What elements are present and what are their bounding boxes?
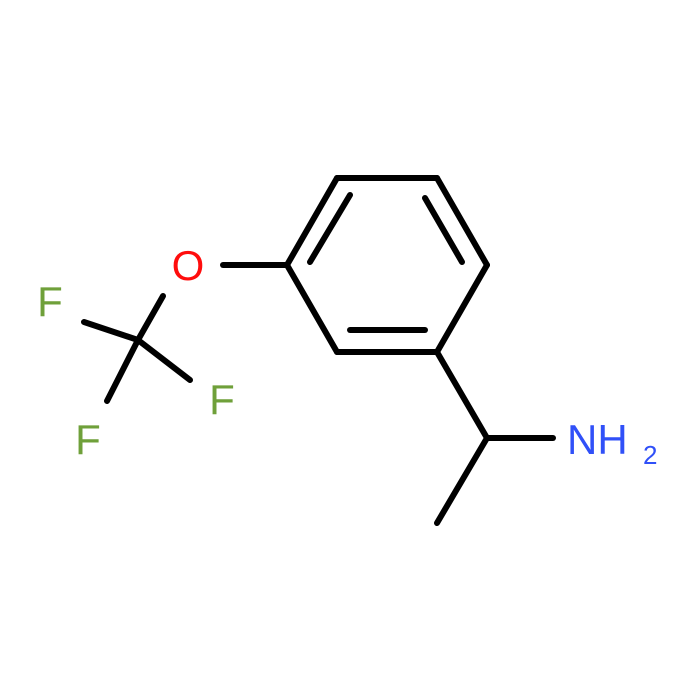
ring-bond-top-left [284, 175, 340, 268]
oxygen-atom-label: O [172, 242, 205, 289]
fluorine-atom-label-lower: F [75, 416, 101, 463]
ring-bond-bottom-right [434, 262, 490, 355]
ring-inner-bond-right [422, 195, 465, 265]
amine-atom-label: NH [567, 416, 628, 463]
carbon-fluorine-bond-lower [104, 337, 141, 404]
ring-chiral-carbon-bond [434, 349, 490, 441]
carbon-fluorine-bond-upper [81, 319, 141, 343]
fluorine-atom-label-right: F [209, 376, 235, 423]
ring-inner-bond-left [307, 192, 353, 265]
ring-bond-top-right [434, 175, 490, 268]
chiral-carbon-methyl-bond [434, 435, 490, 526]
ring-bond-bottom-left [284, 262, 340, 355]
amine-subscript: 2 [643, 440, 657, 470]
carbon-fluorine-bond-right [135, 337, 193, 383]
oxygen-carbon-bond [135, 293, 166, 343]
fluorine-atom-label-upper: F [37, 278, 63, 325]
